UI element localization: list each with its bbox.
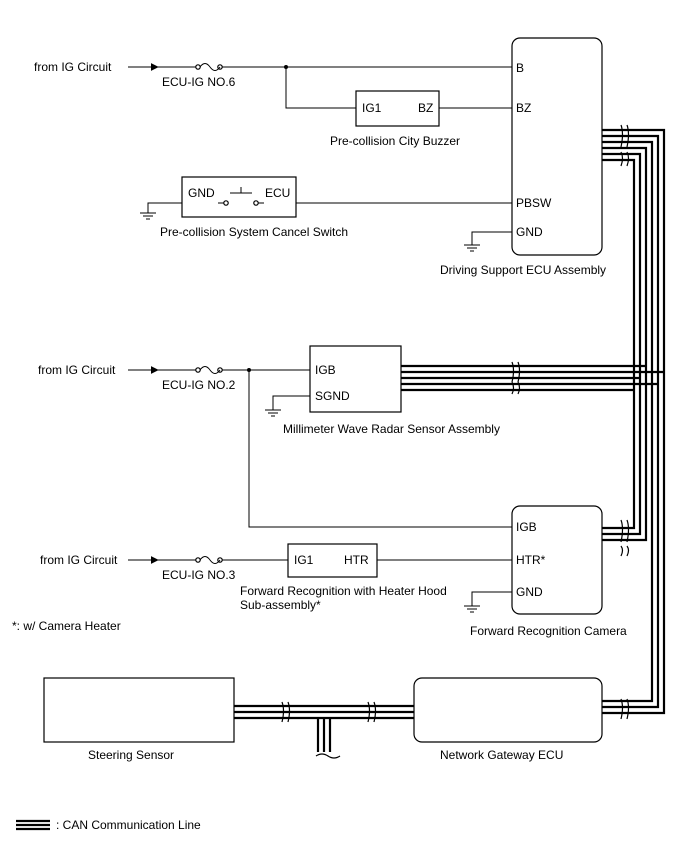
- ground-icon: [464, 605, 480, 613]
- switch-icon: [218, 187, 264, 206]
- camera-name: Forward Recognition Camera: [470, 624, 627, 638]
- ground-icon: [140, 212, 156, 220]
- ground-icon: [265, 409, 281, 417]
- can-trunk-inner: [602, 146, 648, 542]
- switch-pin-gnd: GND: [188, 186, 215, 200]
- source-label-ig1: from IG Circuit: [34, 60, 112, 74]
- steering-sensor-box: [43, 677, 235, 743]
- gateway-name: Network Gateway ECU: [440, 748, 563, 762]
- can-bus-lines: [234, 124, 666, 759]
- buzzer-pin-ig1: IG1: [362, 101, 382, 115]
- gateway-box: [413, 677, 603, 743]
- driving-support-ecu-name: Driving Support ECU Assembly: [440, 263, 606, 277]
- ground-icon: [464, 244, 480, 252]
- ecu-pin-pbsw: PBSW: [516, 196, 552, 210]
- radar-box: [309, 345, 402, 413]
- can-branch-steering: [234, 704, 414, 752]
- radar-pin-sgnd: SGND: [315, 389, 350, 403]
- driving-support-ecu-box: [511, 37, 603, 256]
- switch-pin-ecu: ECU: [265, 186, 290, 200]
- camera-box: [511, 505, 603, 615]
- heater-box: [287, 543, 378, 578]
- buzzer-box: [355, 90, 440, 127]
- radar-pin-igb: IGB: [315, 363, 336, 377]
- legend-label: : CAN Communication Line: [56, 818, 201, 832]
- camera-pin-igb: IGB: [516, 520, 537, 534]
- ecu-pin-bz: BZ: [516, 101, 531, 115]
- wires: [128, 63, 512, 606]
- fuse-label-no2: ECU-IG NO.2: [162, 378, 236, 392]
- source-label-ig2: from IG Circuit: [38, 363, 116, 377]
- heater-name-line1: Forward Recognition with Heater Hood: [240, 584, 447, 598]
- can-trunk-right: [602, 128, 666, 715]
- footnote: *: w/ Camera Heater: [12, 619, 121, 633]
- heater-name-line2: Sub-assembly*: [240, 598, 321, 612]
- camera-pin-htr: HTR*: [516, 553, 546, 567]
- source-label-ig3: from IG Circuit: [40, 553, 118, 567]
- ecu-pin-b: B: [516, 61, 524, 75]
- cancel-switch-box: [181, 176, 297, 218]
- fuse-ecu-ig-no6: [195, 63, 223, 71]
- steering-sensor-name: Steering Sensor: [88, 748, 174, 762]
- can-branch-radar: [401, 364, 664, 392]
- fuse-ecu-ig-no2: [195, 366, 223, 374]
- buzzer-name: Pre-collision City Buzzer: [330, 134, 460, 148]
- radar-name: Millimeter Wave Radar Sensor Assembly: [283, 422, 500, 436]
- legend-can-icon: [16, 819, 50, 831]
- fuse-label-no3: ECU-IG NO.3: [162, 568, 236, 582]
- can-break-marks: [281, 124, 630, 759]
- fuse-ecu-ig-no3: [195, 556, 223, 564]
- camera-pin-gnd: GND: [516, 585, 543, 599]
- buzzer-pin-bz: BZ: [418, 101, 433, 115]
- heater-pin-ig1: IG1: [294, 553, 314, 567]
- ecu-pin-gnd: GND: [516, 225, 543, 239]
- fuse-label-no6: ECU-IG NO.6: [162, 75, 236, 89]
- heater-pin-htr: HTR: [344, 553, 369, 567]
- switch-name: Pre-collision System Cancel Switch: [160, 225, 348, 239]
